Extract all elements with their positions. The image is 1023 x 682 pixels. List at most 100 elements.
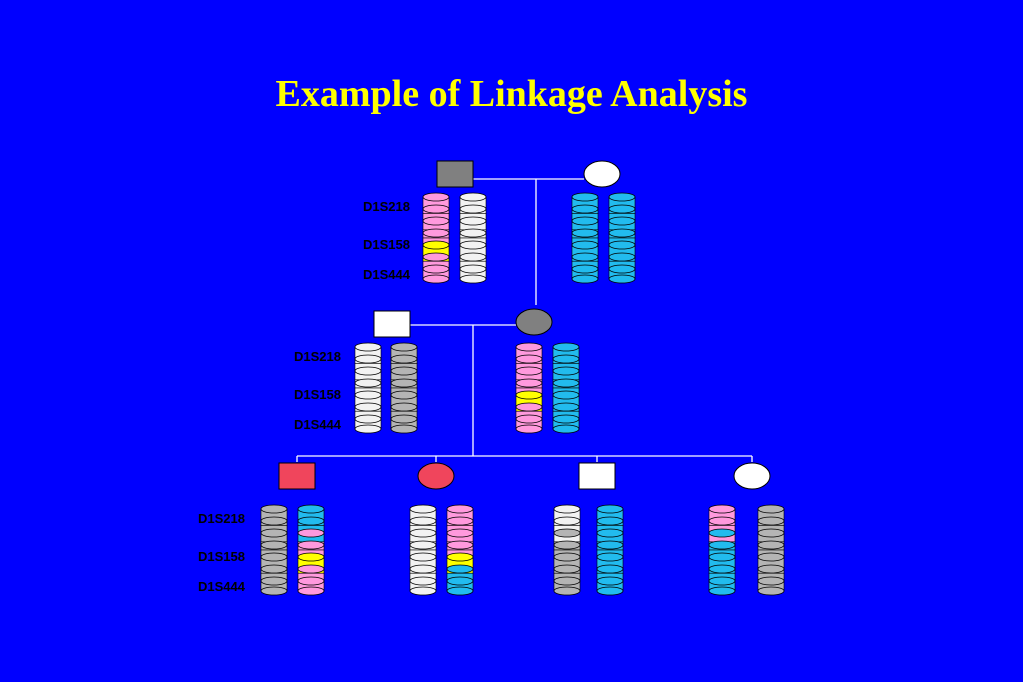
child-1-chromosome-1 [260,504,288,596]
chromosome-band-ellipse [409,564,437,574]
chromosome-band-ellipse [596,504,624,514]
father-marker-label: D1S218 [294,349,341,364]
chromosome-band-ellipse [552,378,580,388]
chromosome-band-ellipse [708,586,736,596]
child-3-chromosome-1 [553,504,581,596]
grandmother-chromosome-2 [608,192,636,284]
chromosome-band-ellipse [297,516,325,526]
chromosome-band-ellipse [354,390,382,400]
child-2-chromosome-1 [409,504,437,596]
chromosome-band-ellipse [515,366,543,376]
child-4-chromosome-1 [708,504,736,596]
chromosome-band-ellipse [571,192,599,202]
father-marker-label: D1S444 [294,417,342,432]
chromosome-band-ellipse [260,576,288,586]
chromosome-band-ellipse [708,564,736,574]
chromosome-band-ellipse [297,540,325,550]
chromosome-band-ellipse [515,378,543,388]
chromosome-band-ellipse [552,342,580,352]
grandfather-marker-label: D1S218 [363,199,410,214]
chromosome-band-ellipse [571,216,599,226]
chromosome-band-ellipse [260,540,288,550]
chromosome-band-ellipse [297,576,325,586]
chromosome-band-ellipse [459,240,487,250]
chromosome-band-ellipse [515,424,543,434]
chromosome-band-ellipse [390,424,418,434]
chromosome-band-ellipse [596,586,624,596]
chromosome-band-ellipse [596,516,624,526]
chromosome-band-ellipse [297,504,325,514]
chromosome-band-ellipse [757,576,785,586]
chromosome-band-ellipse [552,414,580,424]
chromosome-band-ellipse [552,390,580,400]
chromosome-band-ellipse [446,516,474,526]
chromosome-band-ellipse [571,264,599,274]
chromosome-band-ellipse [571,274,599,284]
chromosome-band-ellipse [553,516,581,526]
father-symbol [373,310,411,338]
chromosome-band-ellipse [422,204,450,214]
father-marker-label: D1S158 [294,387,341,402]
child-3-chromosome-2 [596,504,624,596]
child-4-chromosome-2 [757,504,785,596]
child-1-chromosome-2 [297,504,325,596]
chromosome-band-ellipse [515,414,543,424]
chromosome-band-ellipse [260,504,288,514]
chromosome-band-ellipse [608,240,636,250]
chromosome-band-ellipse [297,564,325,574]
chromosome-band-ellipse [459,204,487,214]
chromosome-band-ellipse [757,528,785,538]
chromosome-band-ellipse [459,192,487,202]
chromosome-band-ellipse [422,192,450,202]
relationship-lines [296,178,753,462]
chromosome-band-ellipse [446,564,474,574]
chromosome-band-ellipse [571,240,599,250]
chromosome-band-ellipse [260,564,288,574]
chromosome-band-ellipse [552,366,580,376]
chromosome-band-ellipse [459,264,487,274]
chromosome-band-ellipse [708,552,736,562]
chromosome-band-ellipse [757,504,785,514]
chromosome-band-ellipse [608,252,636,262]
chromosome-band-ellipse [446,586,474,596]
chromosome-band-ellipse [552,354,580,364]
chromosome-band-ellipse [608,274,636,284]
chromosome-band-ellipse [297,586,325,596]
chromosome-band-ellipse [608,228,636,238]
chromosome-band-ellipse [571,204,599,214]
child-1-symbol [278,462,316,490]
chromosome-band-ellipse [459,228,487,238]
chromosome-band-ellipse [409,552,437,562]
chromosome-band-ellipse [459,216,487,226]
child-1-marker-label: D1S218 [198,511,245,526]
chromosome-band-ellipse [757,540,785,550]
chromosome-band-ellipse [409,516,437,526]
chromosome-band-ellipse [297,552,325,562]
chromosome-band-ellipse [446,504,474,514]
mother-symbol [515,308,553,336]
chromosome-band-ellipse [422,228,450,238]
chromosome-band-ellipse [459,274,487,284]
chromosome-band-ellipse [409,586,437,596]
child-4-symbol [733,462,771,490]
chromosome-band-ellipse [260,528,288,538]
grandmother-chromosome-1 [571,192,599,284]
chromosome-band-ellipse [260,586,288,596]
chromosome-band-ellipse [553,586,581,596]
chromosome-band-ellipse [553,552,581,562]
chromosome-band-ellipse [553,540,581,550]
grandfather-chromosome-1 [422,192,450,284]
chromosome-band-ellipse [708,528,736,538]
chromosome-band-ellipse [446,552,474,562]
chromosome-band-ellipse [708,576,736,586]
chromosome-band-ellipse [297,528,325,538]
chromosome-band-ellipse [390,378,418,388]
child-2-symbol [417,462,455,490]
chromosome-band-ellipse [354,414,382,424]
chromosome-band-ellipse [390,414,418,424]
chromosome-band-ellipse [596,552,624,562]
chromosome-band-ellipse [596,540,624,550]
chromosome-band-ellipse [708,504,736,514]
